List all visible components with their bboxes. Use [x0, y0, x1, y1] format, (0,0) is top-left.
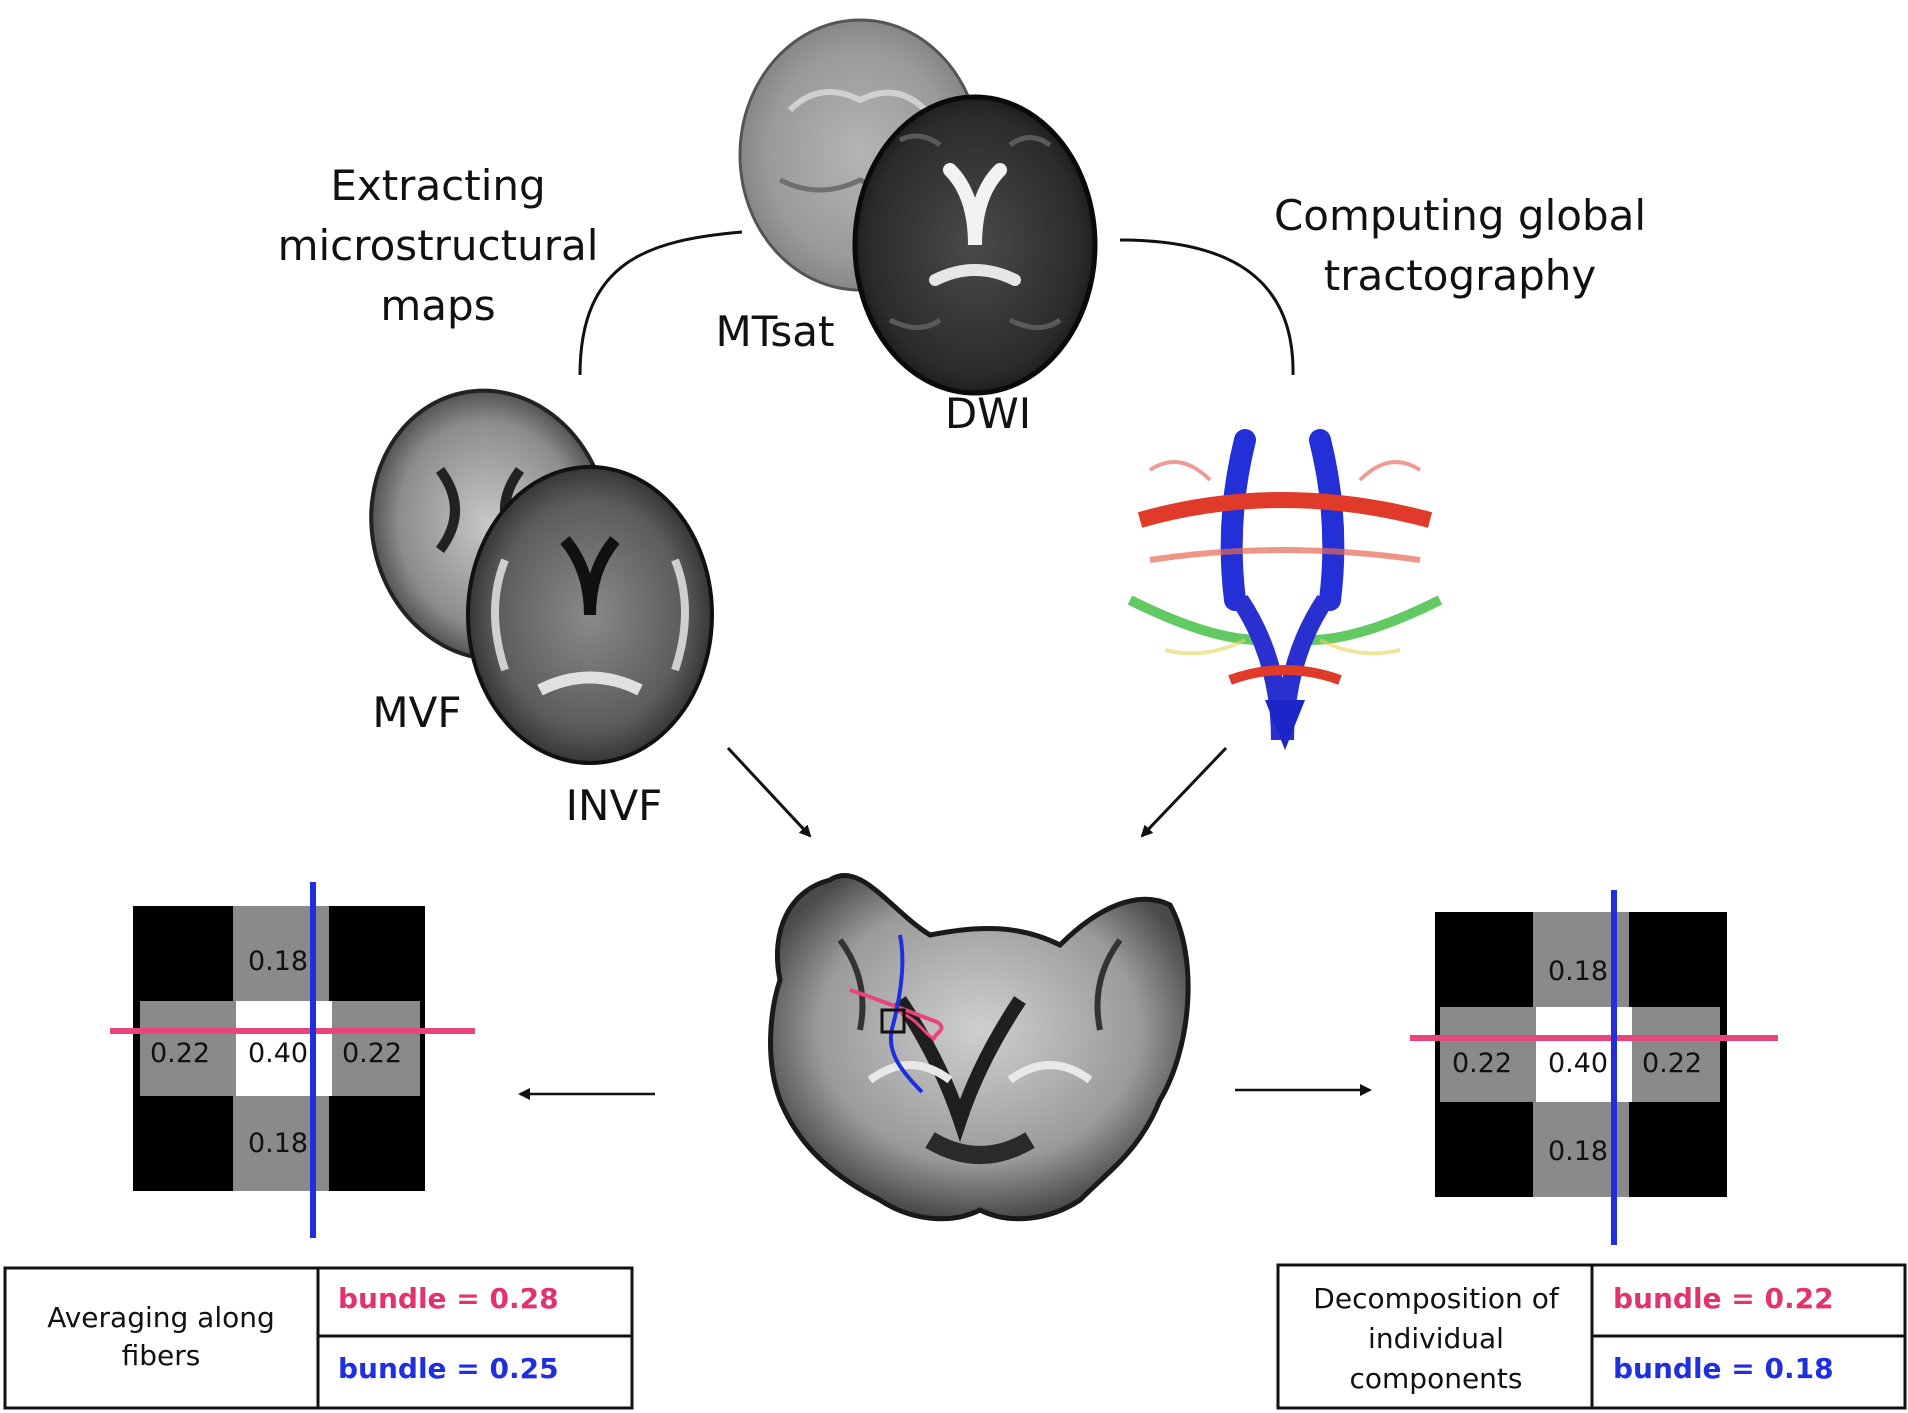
- right-table-method-line1: Decomposition of: [1313, 1282, 1560, 1315]
- right-grid-bottom-value: 0.18: [1548, 1136, 1608, 1167]
- label-extracting-line2: microstructural: [278, 221, 599, 270]
- left-grid-bottom-value: 0.18: [248, 1128, 308, 1159]
- left-table-pink-value: bundle = 0.28: [338, 1282, 559, 1315]
- left-grid-left-value: 0.22: [150, 1038, 210, 1069]
- right-connector-arc: [1119, 238, 1295, 376]
- label-dwi: DWI: [945, 389, 1031, 438]
- right-grid-left-value: 0.22: [1452, 1048, 1512, 1079]
- right-grid-right-value: 0.22: [1642, 1048, 1702, 1079]
- label-invf: INVF: [566, 781, 663, 830]
- invf-brain-image: [466, 465, 714, 765]
- left-connector-arc: [578, 230, 743, 376]
- left-grid-right-value: 0.22: [342, 1038, 402, 1069]
- left-result-table: Averaging along fibers bundle = 0.28 bun…: [3, 1266, 634, 1410]
- arrow-maps-to-center: [726, 746, 812, 838]
- arrow-tracto-to-center: [1140, 746, 1228, 838]
- left-grid-center-value: 0.40: [248, 1038, 308, 1069]
- right-table-pink-value: bundle = 0.22: [1613, 1282, 1834, 1315]
- left-table-method-line1: Averaging along: [47, 1301, 275, 1334]
- right-grid-top-value: 0.18: [1548, 956, 1608, 987]
- right-table-blue-value: bundle = 0.18: [1613, 1352, 1834, 1385]
- label-computing-line1: Computing global: [1274, 191, 1646, 240]
- label-mvf: MVF: [372, 688, 461, 737]
- label-mtsat: MTsat: [715, 307, 834, 356]
- right-table-method-line2: individual: [1368, 1322, 1504, 1355]
- right-voxel-grid: 0.18 0.22 0.40 0.22 0.18: [1410, 890, 1778, 1245]
- voxel-marker: [880, 1008, 906, 1034]
- label-extracting-line3: maps: [380, 281, 495, 330]
- right-result-table: Decomposition of individual components b…: [1276, 1263, 1907, 1410]
- dwi-brain-image: [852, 94, 1098, 396]
- right-table-method-line3: components: [1350, 1362, 1523, 1395]
- left-table-blue-value: bundle = 0.25: [338, 1352, 559, 1385]
- blue-fiber-bundle: [888, 934, 924, 1094]
- label-extracting-line1: Extracting: [330, 161, 545, 210]
- left-table-method-line2: fibers: [122, 1339, 201, 1372]
- left-voxel-grid: 0.18 0.22 0.40 0.22 0.18: [110, 882, 475, 1238]
- coronal-brain-image: [768, 872, 1191, 1222]
- pink-fiber-bundle-ext: [894, 1008, 936, 1042]
- right-grid-center-value: 0.40: [1548, 1048, 1608, 1079]
- tractography-image: [1127, 429, 1443, 750]
- label-computing-line2: tractography: [1324, 251, 1597, 300]
- left-grid-top-value: 0.18: [248, 946, 308, 977]
- pink-fiber-bundle: [849, 988, 944, 1042]
